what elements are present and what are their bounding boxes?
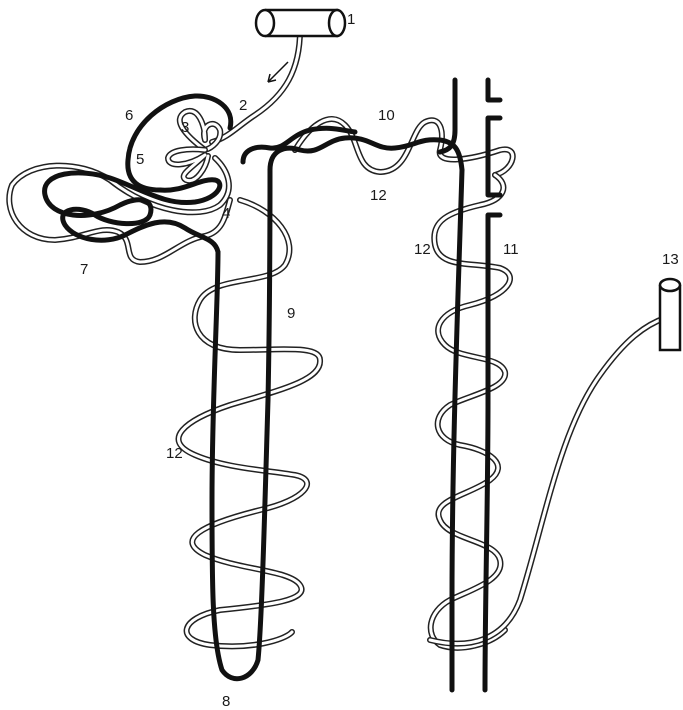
label-9: 9 [287,305,295,322]
label-7: 7 [80,261,88,278]
diagram-labels: 1 2 3 4 5 6 7 8 9 10 11 12 12 12 13 [80,11,679,710]
label-3: 3 [181,119,189,136]
label-12-left: 12 [166,445,183,462]
label-4: 4 [222,205,230,222]
cylinder-1-artery [256,10,345,36]
cylinder-13-vein [660,279,680,350]
nephron-tubule [45,80,500,690]
label-12-top: 12 [370,187,387,204]
label-5: 5 [136,151,144,168]
blood-vessels [9,30,665,648]
glomerulus-capillaries [168,111,220,181]
vasa-recta-right [431,175,510,648]
label-10: 10 [378,107,395,124]
label-6: 6 [125,107,133,124]
loop-of-henle [212,170,270,679]
flow-arrow-icon [268,62,288,82]
label-1: 1 [347,11,355,28]
vasa-recta-left [179,200,321,646]
label-12-right: 12 [414,241,431,258]
label-13: 13 [662,251,679,268]
afferent-vessel [212,30,300,142]
collecting-duct-left [452,170,462,690]
label-8: 8 [222,693,230,710]
label-11: 11 [503,241,519,258]
label-2: 2 [239,97,247,114]
